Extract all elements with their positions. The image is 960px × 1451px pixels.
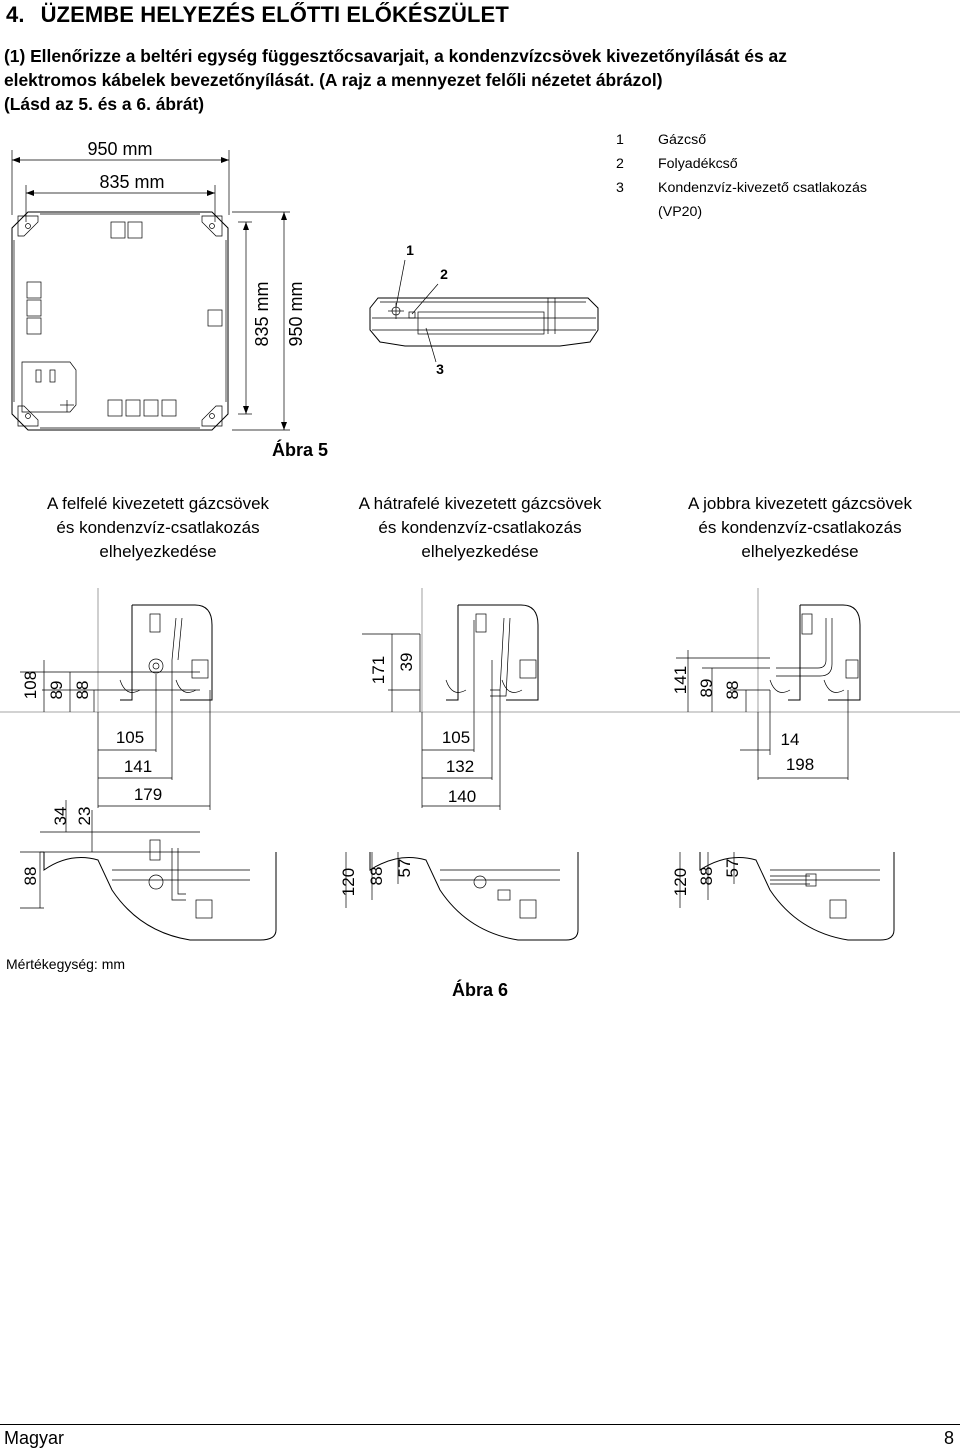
fig6-col1-heading: A felfelé kivezetett gázcsövek és konden… [46,494,270,561]
fig6-col2-bottom [345,852,579,941]
marker-1: 1 [406,242,414,258]
fig5-caption: Ábra 5 [271,440,329,460]
marker-3: 3 [436,361,444,377]
legend-item-cont: (VP20) [658,204,703,220]
fig6-col1-top [0,588,960,713]
fig6-col2-top [362,588,539,810]
dim-label: 141 [124,757,152,776]
fig6-col2-heading: A hátrafelé kivezetett gázcsövek és kond… [358,494,602,561]
dim-label: 88 [367,867,386,886]
footer-divider [0,1424,960,1425]
fig5-side-view: 1 2 3 [369,242,599,377]
fig6-col1-hdims [97,660,211,810]
marker-2: 2 [440,266,448,282]
dim-label: 89 [697,679,716,698]
dim-label: 89 [47,681,66,700]
dim-label: 34 [51,807,70,826]
dim-label: 14 [781,730,800,749]
dim-950-height: 950 mm [286,281,306,346]
dim-label: 88 [697,867,716,886]
intro-line-1: (1) Ellenőrizze a beltéri egység függesz… [4,46,787,66]
intro-paragraph: (1) Ellenőrizze a beltéri egység függesz… [4,44,934,116]
footer-language: Magyar [4,1428,65,1448]
fig6-dimension-labels: 108 89 88 105 141 179 34 23 88 171 39 10… [21,653,814,897]
dim-label: 88 [73,681,92,700]
dim-label: 198 [786,755,814,774]
dim-label: 120 [339,868,358,896]
dim-label: 57 [723,859,742,878]
fig6-col1-bottom [20,800,277,941]
dim-label: 171 [369,656,388,684]
dim-label: 88 [21,867,40,886]
fig6-col3-heading: A jobbra kivezetett gázcsövek és kondenz… [688,494,912,561]
dim-835-height: 835 mm [252,281,272,346]
fig6-col3-top [676,588,861,780]
dim-label: 120 [671,868,690,896]
dim-label: 88 [723,681,742,700]
dim-label: 105 [116,728,144,747]
dim-label: 105 [442,728,470,747]
unit-note: Mértékegység: mm [6,956,126,972]
fig6-caption: Ábra 6 [451,980,509,1000]
section-number: 4. [6,2,25,27]
section-title-text: ÜZEMBE HELYEZÉS ELŐTTI ELŐKÉSZÜLET [40,2,509,27]
intro-line-3: (Lásd az 5. és a 6. ábrát) [4,94,205,114]
intro-line-2: elektromos kábelek bevezetőnyílását. (A … [4,70,663,90]
fig5-top-view: 950 mm 835 mm 835 mm 950 mm [11,139,306,431]
dim-label: 179 [134,785,162,804]
dim-label: 57 [395,859,414,878]
dim-label: 108 [21,671,40,699]
page-number: 8 [943,1428,954,1448]
dim-label: 141 [671,666,690,694]
dim-label: 132 [446,757,474,776]
section-title: 4. ÜZEMBE HELYEZÉS ELŐTTI ELŐKÉSZÜLET [6,2,509,28]
dim-label: 39 [397,653,416,672]
dim-950-width: 950 mm [87,139,152,159]
dim-label: 23 [75,807,94,826]
dim-835-width: 835 mm [99,172,164,192]
fig6-col3-bottom [679,852,895,941]
dim-label: 140 [448,787,476,806]
